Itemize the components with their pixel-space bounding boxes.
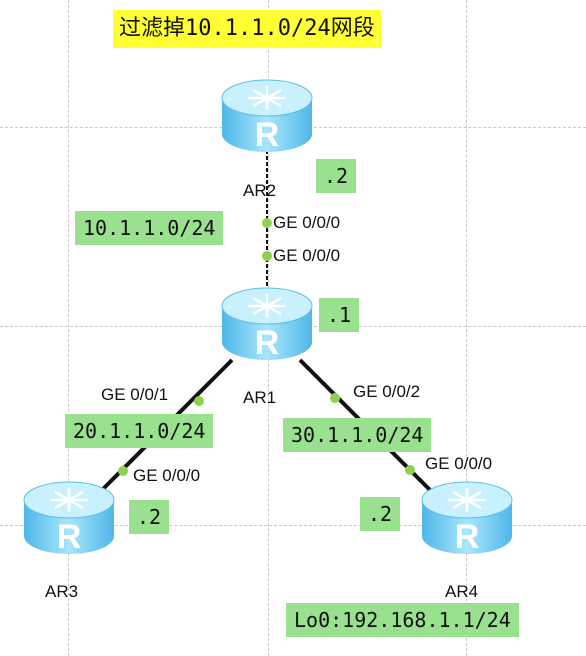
router-icon: R xyxy=(23,481,115,556)
router-ar2[interactable]: R xyxy=(218,72,316,158)
address-suffix-ar1: .1 xyxy=(319,298,360,332)
interface-label-ar4-ge000: GE 0/0/0 xyxy=(425,454,493,473)
interface-label-ar1-ge002: GE 0/0/2 xyxy=(353,382,421,401)
svg-text:R: R xyxy=(57,518,82,556)
router-name-ar2: AR2 xyxy=(243,181,277,200)
page-title: 过滤掉10.1.1.0/24网段 xyxy=(113,10,381,48)
address-suffix-ar3: .2 xyxy=(129,500,170,534)
router-name-ar4: AR4 xyxy=(445,582,479,601)
interface-label-ar2-ge000: GE 0/0/0 xyxy=(273,213,341,232)
router-name-ar3: AR3 xyxy=(45,582,79,601)
network-label-ar1-ar3: 20.1.1.0/24 xyxy=(65,414,214,448)
router-icon: R xyxy=(221,79,313,154)
network-label-ar1-ar4: 30.1.1.0/24 xyxy=(283,418,432,452)
grid-line xyxy=(0,525,586,526)
interface-label-ar1-ge000: GE 0/0/0 xyxy=(273,246,341,265)
grid-line xyxy=(466,0,467,656)
svg-text:R: R xyxy=(255,116,280,154)
loopback-label-ar4: Lo0:192.168.1.1/24 xyxy=(286,603,519,637)
router-ar4[interactable]: R xyxy=(418,474,516,560)
grid-line xyxy=(68,0,69,656)
router-icon: R xyxy=(421,481,513,556)
network-label-ar1-ar2: 10.1.1.0/24 xyxy=(75,211,224,245)
address-suffix-ar2: .2 xyxy=(316,159,357,193)
svg-text:R: R xyxy=(255,324,280,362)
port-dot-ar3-ge000[interactable] xyxy=(118,466,128,476)
svg-text:R: R xyxy=(455,518,480,556)
port-dot-ar1-ge002[interactable] xyxy=(330,393,340,403)
router-ar1[interactable]: R xyxy=(218,280,316,366)
interface-label-ar1-ge001: GE 0/0/1 xyxy=(101,385,169,404)
address-suffix-ar4: .2 xyxy=(360,497,401,531)
router-icon: R xyxy=(221,287,313,362)
interface-label-ar3-ge000: GE 0/0/0 xyxy=(133,466,201,485)
port-dot-ar4-ge000[interactable] xyxy=(405,465,415,475)
port-dot-ar2-ge000[interactable] xyxy=(262,218,272,228)
router-name-ar1: AR1 xyxy=(243,388,277,407)
port-dot-ar1-ge001[interactable] xyxy=(194,396,204,406)
port-dot-ar1-ge000[interactable] xyxy=(262,251,272,261)
router-ar3[interactable]: R xyxy=(20,474,118,560)
